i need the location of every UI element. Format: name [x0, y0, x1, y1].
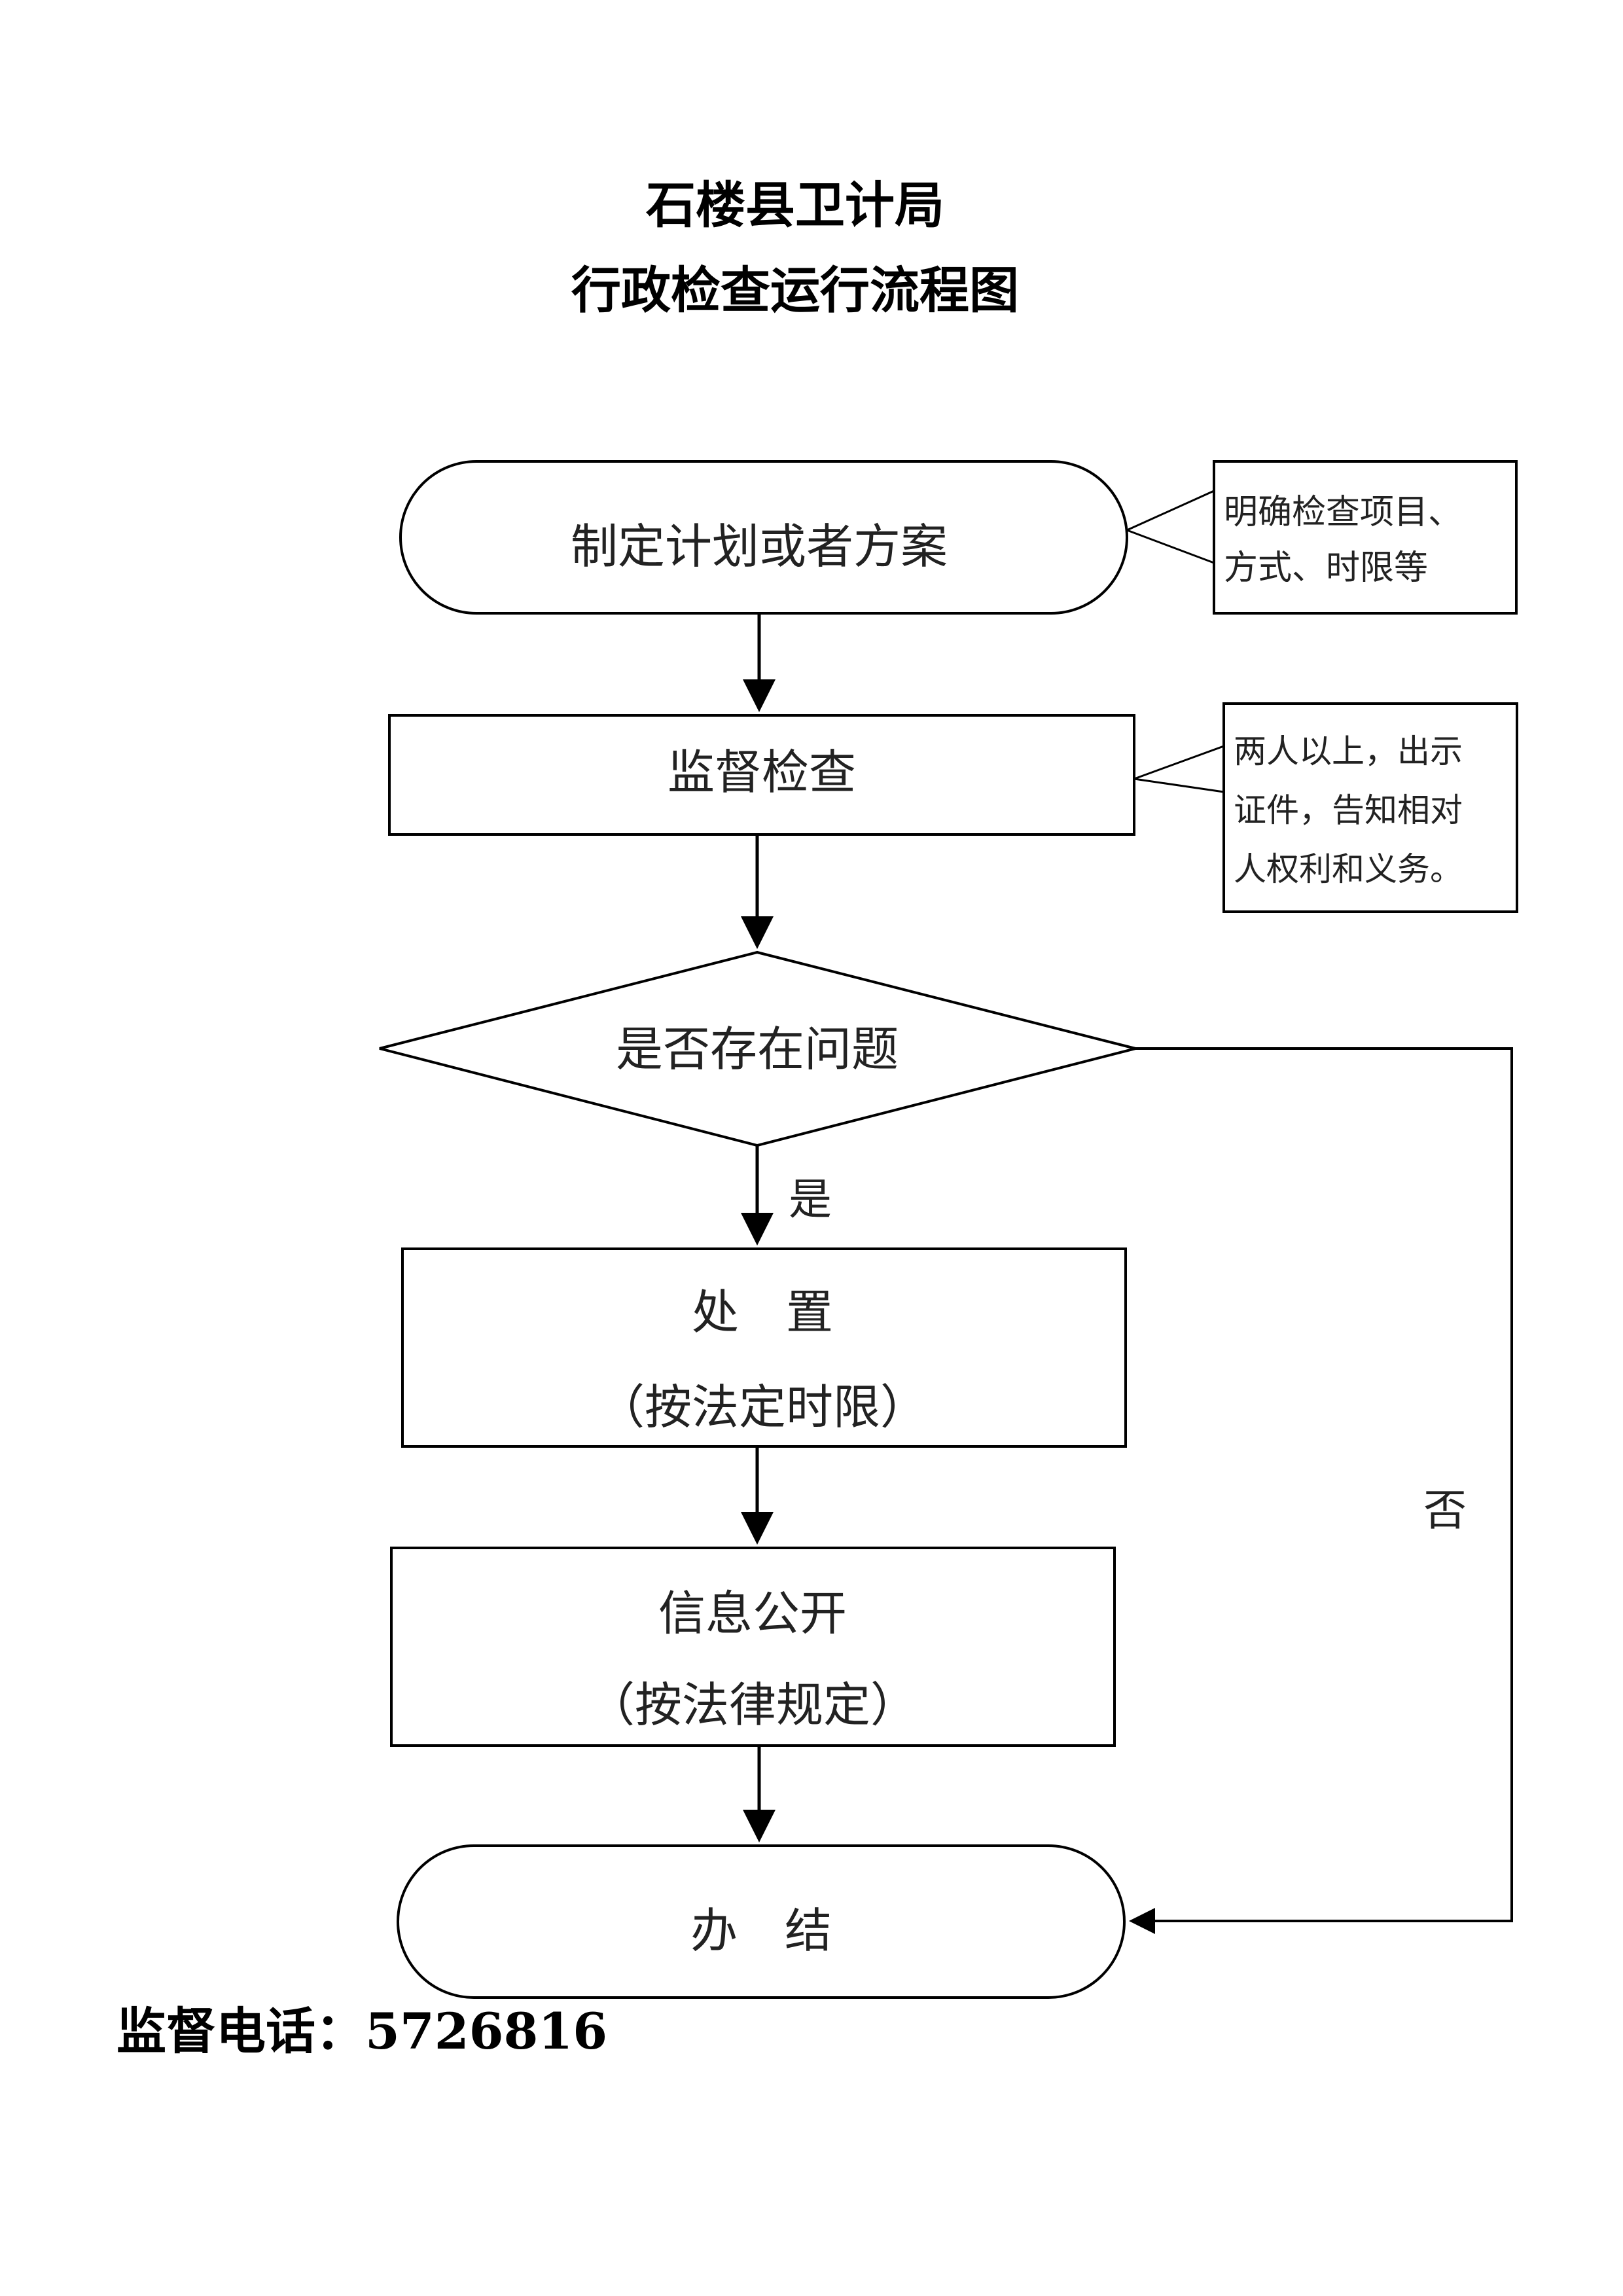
end-node — [397, 1844, 1126, 1999]
inspect-node-label: 监督检查 — [668, 745, 856, 800]
plan-node-label: 制定计划或者方案 — [571, 519, 948, 574]
disclose-node — [390, 1547, 1116, 1747]
no-label: 否 — [1423, 1485, 1467, 1535]
inspect-note-box — [1222, 702, 1518, 913]
plan-note-connector — [1126, 489, 1215, 565]
title-line-2: 行政检查运行流程图 — [571, 261, 1019, 319]
dispose-node — [401, 1247, 1127, 1448]
dispose-node-line-2: （按法定时限） — [597, 1380, 927, 1435]
plan-note-line-1: 明确检查项目、 — [1224, 493, 1462, 532]
title-line-1: 石楼县卫计局 — [646, 176, 944, 234]
inspect-note-line-1: 两人以上，出示 — [1234, 732, 1463, 770]
inspect-note-line-2: 证件，告知相对 — [1234, 791, 1463, 829]
plan-note-box — [1213, 460, 1518, 615]
decision-node-label: 是否存在问题 — [616, 1022, 899, 1077]
plan-note-line-2: 方式、时限等 — [1224, 548, 1428, 588]
inspect-node — [388, 714, 1135, 836]
yes-label: 是 — [789, 1174, 832, 1225]
inspect-note-connector — [1133, 744, 1225, 793]
plan-node — [399, 460, 1128, 615]
inspect-note-line-3: 人权利和义务。 — [1234, 850, 1463, 888]
disclose-node-line-2: （按法律规定） — [588, 1677, 918, 1732]
supervision-phone: 监督电话：5726816 — [116, 2002, 607, 2060]
no-branch-line — [1129, 1047, 1513, 1934]
disclose-node-line-1: 信息公开 — [658, 1586, 847, 1641]
dispose-node-line-1: 处 置 — [692, 1285, 833, 1340]
end-node-label: 办 结 — [690, 1903, 832, 1958]
